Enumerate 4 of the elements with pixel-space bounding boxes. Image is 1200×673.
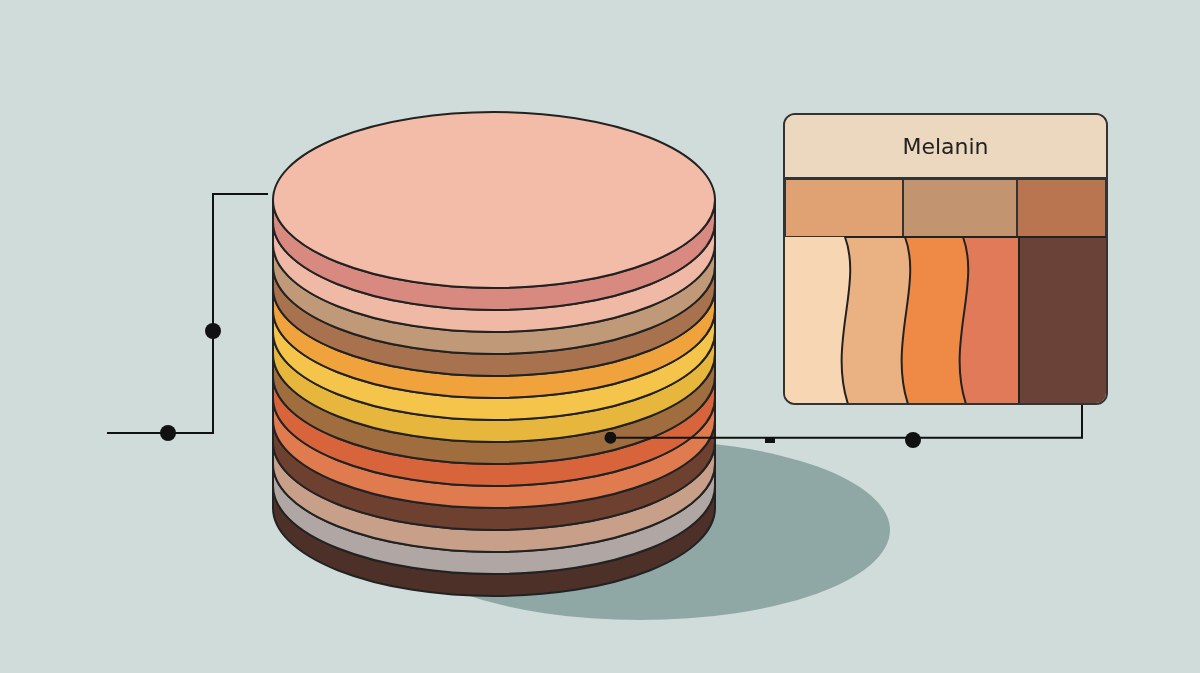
leader-line: [106, 193, 269, 434]
leader-line: [604, 404, 1083, 444]
melanin-panel: [783, 113, 1108, 405]
panel-title: Melanin: [902, 133, 989, 159]
